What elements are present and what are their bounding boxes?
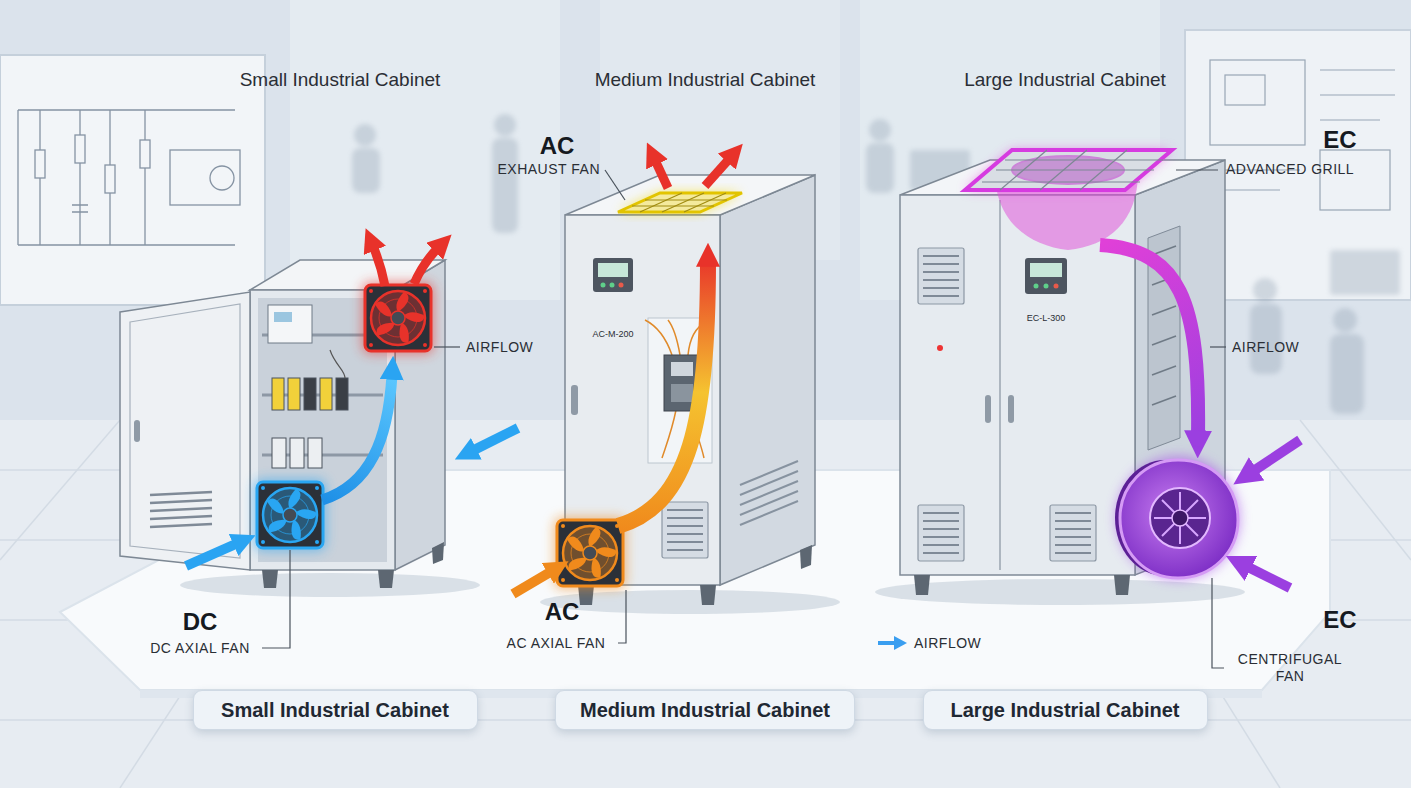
model-number: AC-M-200 [592, 329, 633, 340]
cabinet-tag-text: Small Industrial Cabinet [221, 699, 449, 722]
fan-type-letter: AC [540, 132, 575, 161]
fan-type-letter: AC [545, 598, 580, 627]
small-cabinet [120, 246, 518, 648]
cabinet-tag: Small Industrial Cabinet [193, 690, 478, 730]
part-label: DC AXIAL FAN [150, 640, 250, 657]
cabinet-heading: Large Industrial Cabinet [964, 69, 1166, 92]
part-label: AC AXIAL FAN [507, 635, 606, 652]
medium-cabinet [513, 158, 840, 643]
legend-entry: AIRFLOW [876, 633, 981, 653]
large-cabinet [875, 150, 1300, 668]
part-label: CENTRIFUGAL FAN [1231, 651, 1349, 685]
cabinet-tag: Medium Industrial Cabinet [555, 690, 855, 730]
cabinet-heading: Medium Industrial Cabinet [595, 69, 816, 92]
cabinet-heading: Small Industrial Cabinet [240, 69, 441, 92]
legend-arrow [876, 633, 908, 653]
legend-text: AIRFLOW [914, 635, 981, 651]
airflow-label: AIRFLOW [466, 339, 533, 356]
cabinet-tag: Large Industrial Cabinet [923, 690, 1208, 730]
model-number: EC-L-300 [1027, 313, 1066, 324]
cabinet-tag-text: Large Industrial Cabinet [951, 699, 1180, 722]
fan-type-letter: EC [1323, 126, 1356, 155]
part-label: EXHAUST FAN [498, 161, 601, 178]
cabinet-tag-text: Medium Industrial Cabinet [580, 699, 830, 722]
part-label: ADVANCED GRILL [1226, 161, 1354, 178]
airflow-label: AIRFLOW [1232, 339, 1299, 356]
fan-type-letter: DC [183, 608, 218, 637]
fan-type-letter: EC [1323, 606, 1356, 635]
